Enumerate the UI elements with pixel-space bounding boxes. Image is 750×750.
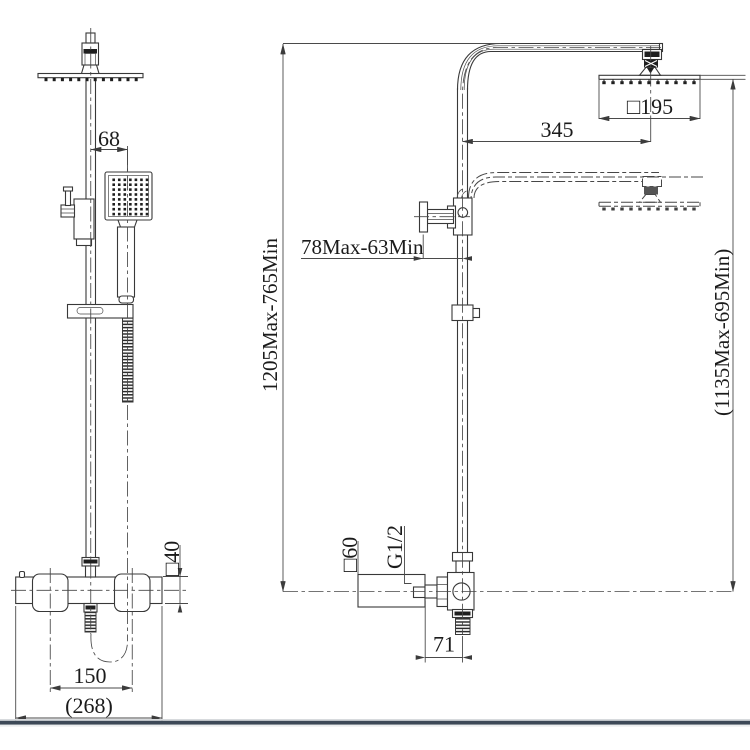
dim-60-label: □60 <box>337 537 362 572</box>
side-view: 1205Max-765Min □195 345 <box>258 42 746 663</box>
dim-overall-height: 1205Max-765Min <box>258 43 501 592</box>
dim-valve-depth: 71 <box>415 600 472 663</box>
dim-268-label: (268) <box>65 693 113 718</box>
overhead-shower-front <box>37 32 144 82</box>
overhead-shower-side <box>598 48 701 85</box>
slider-side <box>451 304 481 322</box>
footer-bar-top-edge <box>0 719 750 721</box>
dim-345-label: 345 <box>541 117 574 142</box>
dim-78-label: 78Max-63Min <box>301 235 424 259</box>
dim-71-label: 71 <box>433 632 455 657</box>
side-centerlines <box>283 46 733 634</box>
dim-1135-label: (1135Max-695Min) <box>710 249 734 416</box>
mixer-valve-front <box>15 556 163 633</box>
hand-shower-spray-grid <box>112 178 149 216</box>
dim-150-label: 150 <box>74 663 107 688</box>
dim-head-square: □195 <box>598 74 746 122</box>
dim-handle-spacing: 150 <box>49 663 133 691</box>
dim-g12-label: G1/2 <box>382 525 407 569</box>
dim-195-label: □195 <box>627 94 673 119</box>
dim-inlet-thread: G1/2 <box>382 525 412 584</box>
phantom-lowered-position <box>468 172 703 211</box>
dim-wall-bracket: 78Max-63Min <box>301 234 472 261</box>
mixer-valve-side <box>357 551 475 635</box>
phantom-nozzle-row <box>602 207 696 211</box>
diverter-front <box>60 186 95 247</box>
front-centerlines <box>11 28 188 692</box>
dim-valve-square: □40 <box>159 541 188 613</box>
dim-arm-reach: 345 <box>462 117 652 145</box>
wall-bracket-side <box>414 201 470 233</box>
dim-handheld-offset: 68 <box>90 126 128 171</box>
side-nozzle-row <box>602 79 696 85</box>
dim-68-label: 68 <box>98 126 120 151</box>
footer-bar-bottom-edge <box>0 724 750 727</box>
hand-shower-front <box>104 171 153 304</box>
slide-bracket-front <box>66 303 134 319</box>
footer-bar-main <box>0 720 750 725</box>
dim-handle-square: □60 <box>337 537 362 574</box>
footer-bar <box>0 719 750 727</box>
dim-head-height: (1135Max-695Min) <box>710 78 736 592</box>
dim-overall-width: (268) <box>15 606 163 722</box>
front-view: 68 <box>11 28 188 722</box>
dim-40-label: □40 <box>159 541 184 576</box>
front-nozzle-row <box>44 77 138 82</box>
dim-1205-label: 1205Max-765Min <box>258 238 282 392</box>
